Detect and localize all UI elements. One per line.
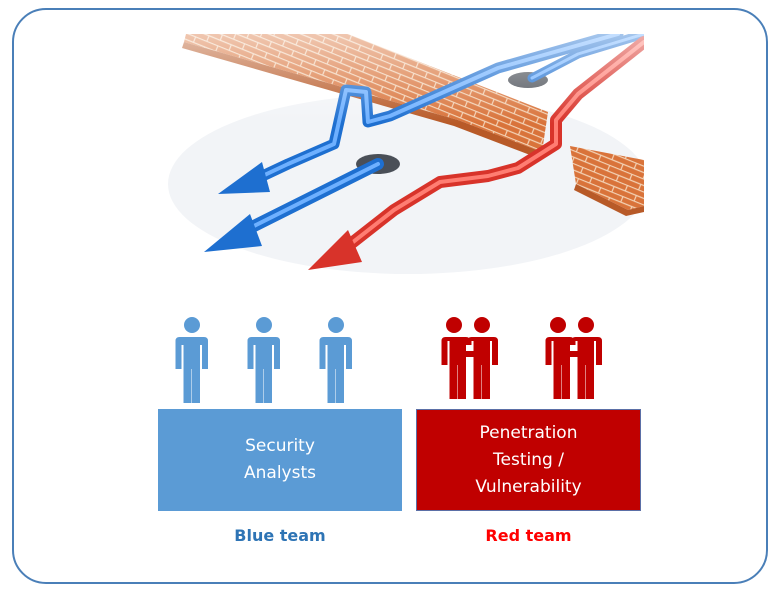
- blue-team-people: [175, 317, 352, 403]
- person-pair-icon: [545, 317, 602, 399]
- red-box-line: Vulnerability: [475, 476, 582, 497]
- firewall-bypass-illustration: [158, 34, 644, 290]
- person-icon: [319, 317, 352, 403]
- person-icon: [247, 317, 280, 403]
- person-icon: [175, 317, 208, 403]
- person-pair-icon: [441, 317, 498, 399]
- security-analysts-box: Security Analysts: [158, 409, 402, 511]
- blue-box-line: Security: [245, 436, 315, 456]
- red-box-line: Testing /: [493, 449, 564, 470]
- blue-team-label: Blue team: [234, 526, 326, 545]
- penetration-testing-box: Penetration Testing / Vulnerability: [416, 409, 641, 511]
- blue-box-line: Analysts: [244, 463, 316, 483]
- red-team-label: Red team: [485, 526, 572, 545]
- red-team-people: [441, 317, 602, 399]
- red-box-line: Penetration: [479, 422, 578, 443]
